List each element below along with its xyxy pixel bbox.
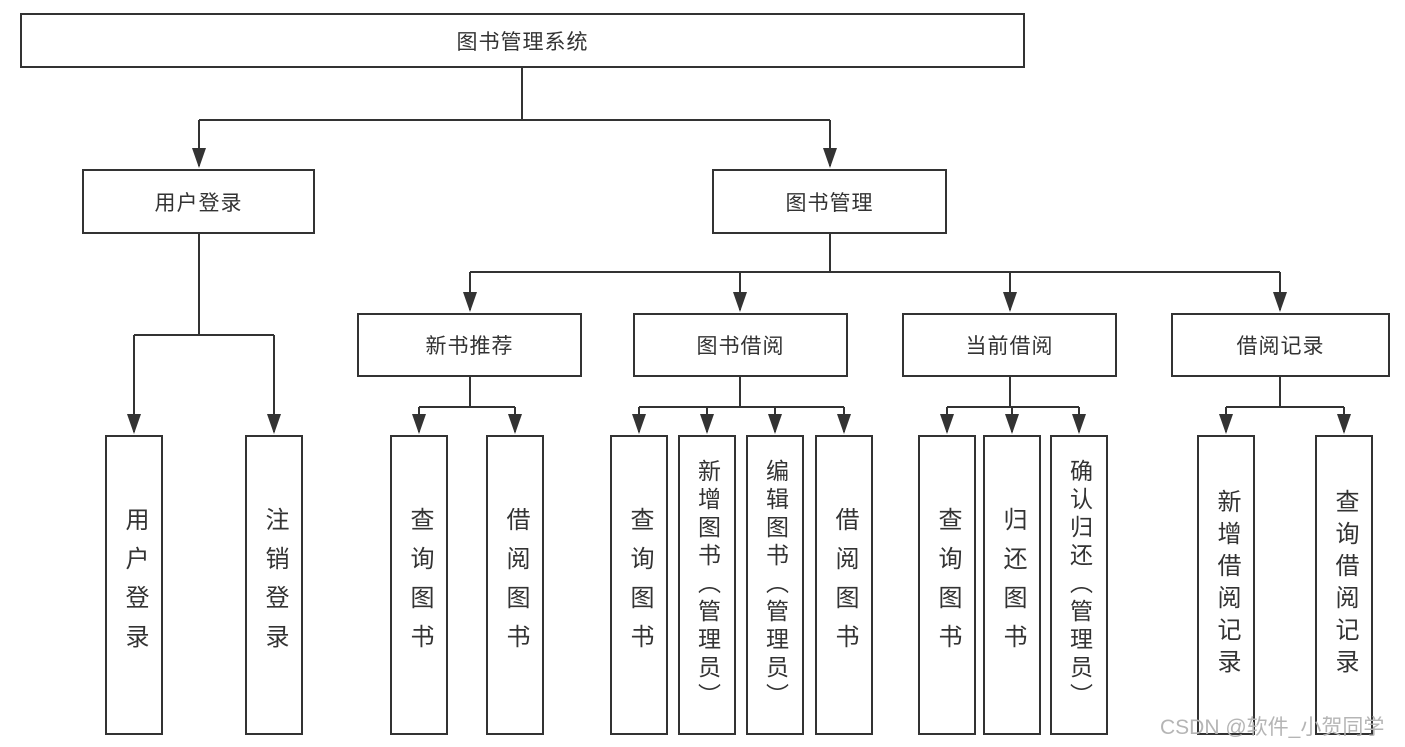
leaf-current-confirm-return-admin: 确认归还（管理员） [1050,435,1108,735]
leaf-borrow-query-books: 查询图书 [610,435,668,735]
leaf-logout: 注销登录 [245,435,303,735]
leaf-records-query-label: 查询借阅记录 [1331,489,1358,681]
leaf-current-query-books: 查询图书 [918,435,976,735]
leaf-borrow-edit-books-admin: 编辑图书（管理员） [746,435,804,735]
node-borrowing-records: 借阅记录 [1171,313,1390,377]
leaf-records-add-label: 新增借阅记录 [1213,489,1240,681]
leaf-user-login: 用户登录 [105,435,163,735]
node-new-book-recommend-label: 新书推荐 [425,335,514,358]
node-user-login-label: 用户登录 [154,191,243,215]
node-current-borrowing: 当前借阅 [902,313,1117,377]
node-book-management-label: 图书管理 [785,191,874,215]
leaf-user-login-label: 用户登录 [121,507,148,663]
leaf-newbooks-borrow-label: 借阅图书 [502,507,529,663]
leaf-borrow-books-label: 借阅图书 [831,507,858,663]
node-new-book-recommend: 新书推荐 [357,313,582,377]
leaf-borrow-add-books-admin-label: 新增图书（管理员） [694,459,721,711]
csdn-watermark: CSDN @软件_小贺同学 [1160,716,1385,739]
node-book-borrowing: 图书借阅 [633,313,848,377]
node-book-borrowing-label: 图书借阅 [696,335,785,358]
leaf-records-query: 查询借阅记录 [1315,435,1373,735]
leaf-newbooks-query-label: 查询图书 [406,507,433,663]
node-current-borrowing-label: 当前借阅 [965,335,1054,358]
leaf-current-query-books-label: 查询图书 [934,507,961,663]
leaf-current-return-books-label: 归还图书 [999,507,1026,663]
leaf-newbooks-borrow: 借阅图书 [486,435,544,735]
node-library-system-label: 图书管理系统 [456,30,589,54]
node-book-management: 图书管理 [712,169,947,234]
leaf-newbooks-query: 查询图书 [390,435,448,735]
leaf-current-confirm-return-admin-label: 确认归还（管理员） [1066,459,1093,711]
leaf-borrow-add-books-admin: 新增图书（管理员） [678,435,736,735]
leaf-current-return-books: 归还图书 [983,435,1041,735]
node-user-login: 用户登录 [82,169,315,234]
leaf-borrow-books: 借阅图书 [815,435,873,735]
leaf-borrow-edit-books-admin-label: 编辑图书（管理员） [762,459,789,711]
leaf-records-add: 新增借阅记录 [1197,435,1255,735]
node-library-system: 图书管理系统 [20,13,1025,68]
leaf-logout-label: 注销登录 [261,507,288,663]
leaf-borrow-query-books-label: 查询图书 [626,507,653,663]
node-borrowing-records-label: 借阅记录 [1236,335,1325,358]
